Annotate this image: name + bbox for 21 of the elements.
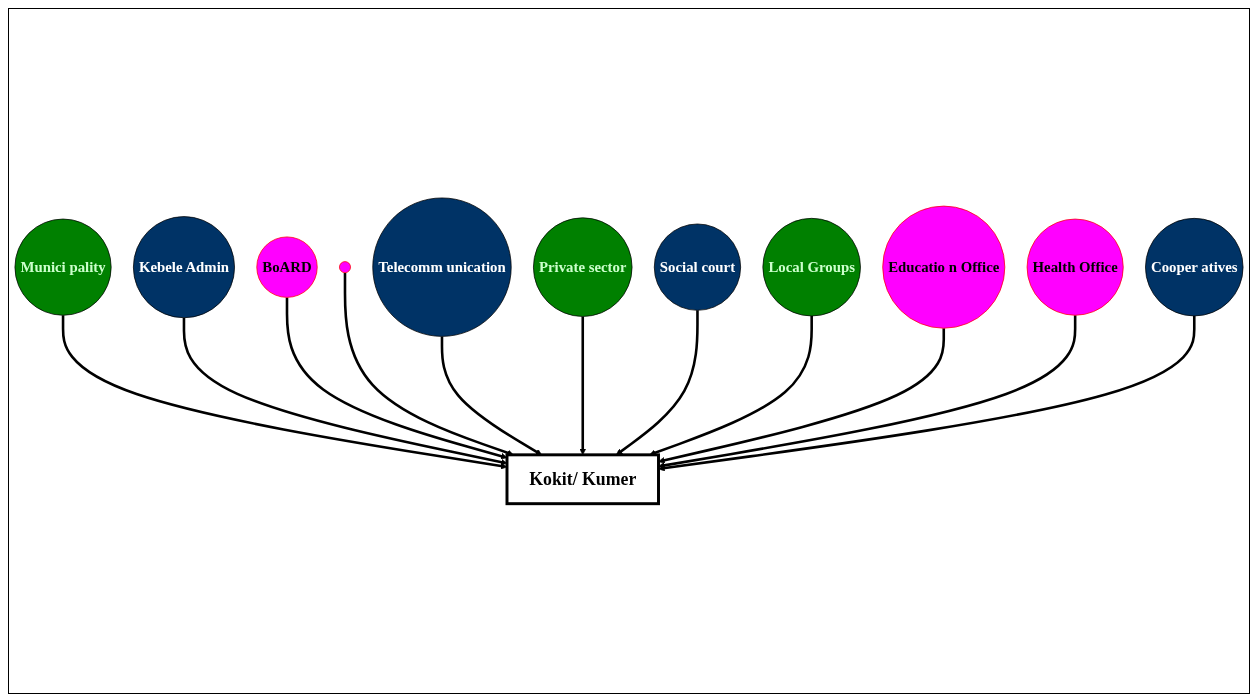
arrow xyxy=(658,316,1196,472)
arrow xyxy=(285,297,508,460)
arrow xyxy=(61,315,508,470)
node-circle: Local Groups xyxy=(762,218,861,317)
node-circle: Private sector xyxy=(533,217,633,318)
node-circle: Cooper atives xyxy=(1145,218,1244,317)
arrow xyxy=(615,310,699,456)
node-circle: Health Office xyxy=(1026,218,1124,316)
arrow xyxy=(658,315,1077,469)
arrow xyxy=(579,316,586,456)
node-box: Kokit/ Kumer xyxy=(505,453,660,506)
node-circle: Social court xyxy=(653,223,741,311)
node-circle: Munici pality xyxy=(14,218,112,316)
node-circle xyxy=(339,261,351,274)
node-circle: Telecomm unication xyxy=(372,197,512,337)
arrow xyxy=(658,328,946,464)
arrow xyxy=(182,317,508,466)
node-circle: Kebele Admin xyxy=(133,216,235,319)
node-circle: Educatio n Office xyxy=(882,205,1006,329)
node-circle: BoARD xyxy=(256,236,318,298)
arrow xyxy=(440,336,542,456)
